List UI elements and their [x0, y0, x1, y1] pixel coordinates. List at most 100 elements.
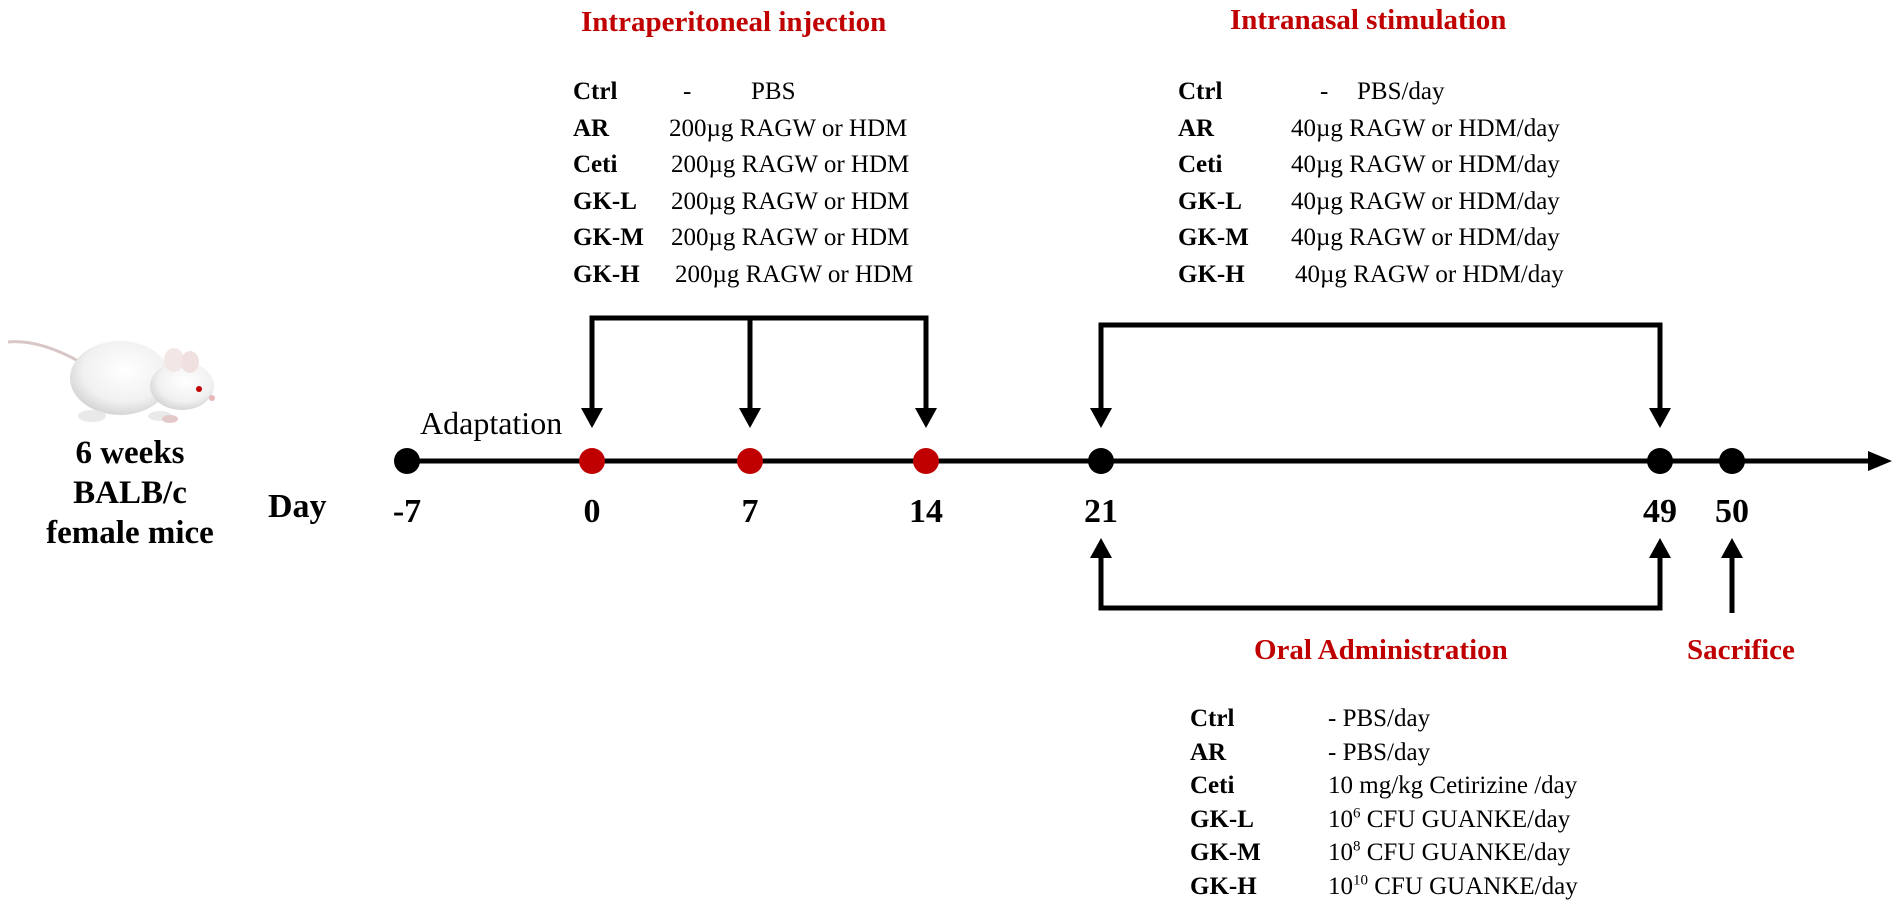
group-label: AR	[1178, 114, 1215, 142]
treatment: 108 CFU GUANKE/day	[1328, 836, 1570, 870]
dash: -	[1320, 78, 1329, 105]
day-axis-label: Day	[268, 488, 327, 525]
ip-row-ctrl: Ctrl - PBS	[573, 74, 913, 111]
dose-unit: CFU GUANKE/day	[1368, 872, 1578, 900]
ip-row-ar: AR 200µg RAGW or HDM	[573, 111, 913, 148]
intraperitoneal-bracket	[581, 315, 937, 428]
in-row-gkm: GK-M 40µg RAGW or HDM/day	[1178, 220, 1564, 257]
group-label: GK-L	[1178, 187, 1242, 215]
group-label: Ceti	[573, 151, 618, 178]
day-label-21: 21	[1084, 493, 1118, 530]
treatment: 200µg RAGW or HDM	[671, 151, 910, 178]
treatment: 40µg RAGW or HDM/day	[1291, 187, 1560, 215]
group-label: GK-M	[573, 224, 644, 251]
dose-base: 10	[1328, 805, 1353, 833]
in-row-gkh: GK-H 40µg RAGW or HDM/day	[1178, 257, 1564, 294]
day-label-50: 50	[1715, 493, 1749, 530]
day-dot-50	[1719, 448, 1745, 474]
treatment: 200µg RAGW or HDM	[671, 224, 910, 251]
oral-row-gkm: GK-M 108 CFU GUANKE/day	[1190, 836, 1578, 870]
treatment: 106 CFU GUANKE/day	[1328, 803, 1570, 837]
treatment: - PBS/day	[1328, 738, 1431, 766]
treatment: 40µg RAGW or HDM/day	[1291, 224, 1560, 251]
in-row-ctrl: Ctrl - PBS/day	[1178, 74, 1564, 111]
mouse-caption-line3: female mice	[46, 515, 214, 551]
treatment: 40µg RAGW or HDM/day	[1291, 114, 1560, 142]
in-row-ceti: Ceti 40µg RAGW or HDM/day	[1178, 147, 1564, 184]
oral-protocol: Ctrl - PBS/day AR - PBS/day Ceti 10 mg/k…	[1190, 702, 1578, 903]
intranasal-title: Intranasal stimulation	[1230, 4, 1507, 36]
treatment: PBS/day	[1357, 78, 1445, 105]
day-dot-14	[913, 448, 939, 474]
group-label: Ceti	[1190, 772, 1235, 799]
treatment: - PBS/day	[1328, 705, 1431, 732]
day-label-7: 7	[742, 493, 759, 530]
arrow-day21-oral	[1090, 538, 1112, 558]
day-dot--7	[394, 448, 420, 474]
sacrifice-title: Sacrifice	[1687, 634, 1795, 666]
arrow-day0	[581, 408, 603, 428]
adaptation-label: Adaptation	[420, 405, 563, 441]
treatment: 40µg RAGW or HDM/day	[1295, 260, 1564, 288]
treatment: 200µg RAGW or HDM	[671, 187, 910, 215]
group-label: GK-H	[1190, 872, 1257, 900]
treatment: 40µg RAGW or HDM/day	[1291, 151, 1560, 178]
group-label: Ctrl	[1190, 705, 1235, 732]
mouse-caption-line1: 6 weeks	[75, 435, 185, 471]
day-dot-0	[579, 448, 605, 474]
mouse-illustration	[7, 340, 215, 423]
sacrifice-arrow	[1721, 538, 1743, 613]
treatment: 200µg RAGW or HDM	[675, 260, 914, 288]
arrow-day14	[915, 408, 937, 428]
dose-exponent: 6	[1353, 805, 1361, 822]
ip-row-gkh: GK-H 200µg RAGW or HDM	[573, 257, 913, 294]
day-label-14: 14	[909, 493, 943, 530]
group-label: GK-L	[573, 187, 637, 215]
treatment: 200µg RAGW or HDM	[669, 114, 908, 142]
oral-bracket	[1090, 538, 1671, 611]
day-label-49: 49	[1643, 493, 1677, 530]
intraperitoneal-protocol: Ctrl - PBS AR 200µg RAGW or HDM Ceti 200…	[573, 74, 913, 293]
group-label: AR	[1190, 738, 1227, 766]
group-label: GK-M	[1190, 839, 1261, 866]
arrow-day7	[739, 408, 761, 428]
group-label: GK-H	[573, 260, 640, 288]
intraperitoneal-title: Intraperitoneal injection	[581, 6, 887, 38]
oral-row-gkh: GK-H 1010 CFU GUANKE/day	[1190, 870, 1578, 904]
dash: -	[683, 78, 692, 105]
day-dot-49	[1647, 448, 1673, 474]
oral-row-ctrl: Ctrl - PBS/day	[1190, 702, 1578, 736]
treatment: PBS	[751, 78, 796, 105]
group-label: GK-H	[1178, 260, 1245, 288]
group-label: GK-L	[1190, 805, 1254, 833]
group-label: GK-M	[1178, 224, 1249, 251]
day-label--7: -7	[393, 493, 421, 530]
mouse-caption: 6 weeks BALB/c female mice	[20, 433, 240, 553]
group-label: AR	[573, 114, 610, 142]
dose-exponent: 8	[1353, 838, 1361, 855]
oral-row-ar: AR - PBS/day	[1190, 736, 1578, 770]
day-dot-7	[737, 448, 763, 474]
arrow-day49-intranasal	[1649, 408, 1671, 428]
treatment: 10 mg/kg Cetirizine /day	[1328, 772, 1578, 799]
oral-row-ceti: Ceti 10 mg/kg Cetirizine /day	[1190, 769, 1578, 803]
group-label: Ceti	[1178, 151, 1223, 178]
dose-unit: CFU GUANKE/day	[1360, 839, 1571, 866]
intranasal-bracket	[1090, 322, 1671, 428]
dose-base: 10	[1328, 839, 1353, 866]
arrow-day49-oral	[1649, 538, 1671, 558]
treatment: 1010 CFU GUANKE/day	[1328, 870, 1578, 904]
dose-exponent: 10	[1353, 872, 1368, 889]
in-row-gkl: GK-L 40µg RAGW or HDM/day	[1178, 184, 1564, 221]
ip-row-ceti: Ceti 200µg RAGW or HDM	[573, 147, 913, 184]
arrow-day21-intranasal	[1090, 408, 1112, 428]
ip-row-gkm: GK-M 200µg RAGW or HDM	[573, 220, 913, 257]
day-label-0: 0	[584, 493, 601, 530]
oral-title: Oral Administration	[1254, 634, 1508, 666]
ip-row-gkl: GK-L 200µg RAGW or HDM	[573, 184, 913, 221]
dose-unit: CFU GUANKE/day	[1360, 805, 1571, 833]
day-dot-21	[1088, 448, 1114, 474]
oral-row-gkl: GK-L 106 CFU GUANKE/day	[1190, 803, 1578, 837]
mouse-caption-line2: BALB/c	[73, 475, 187, 511]
in-row-ar: AR 40µg RAGW or HDM/day	[1178, 111, 1564, 148]
